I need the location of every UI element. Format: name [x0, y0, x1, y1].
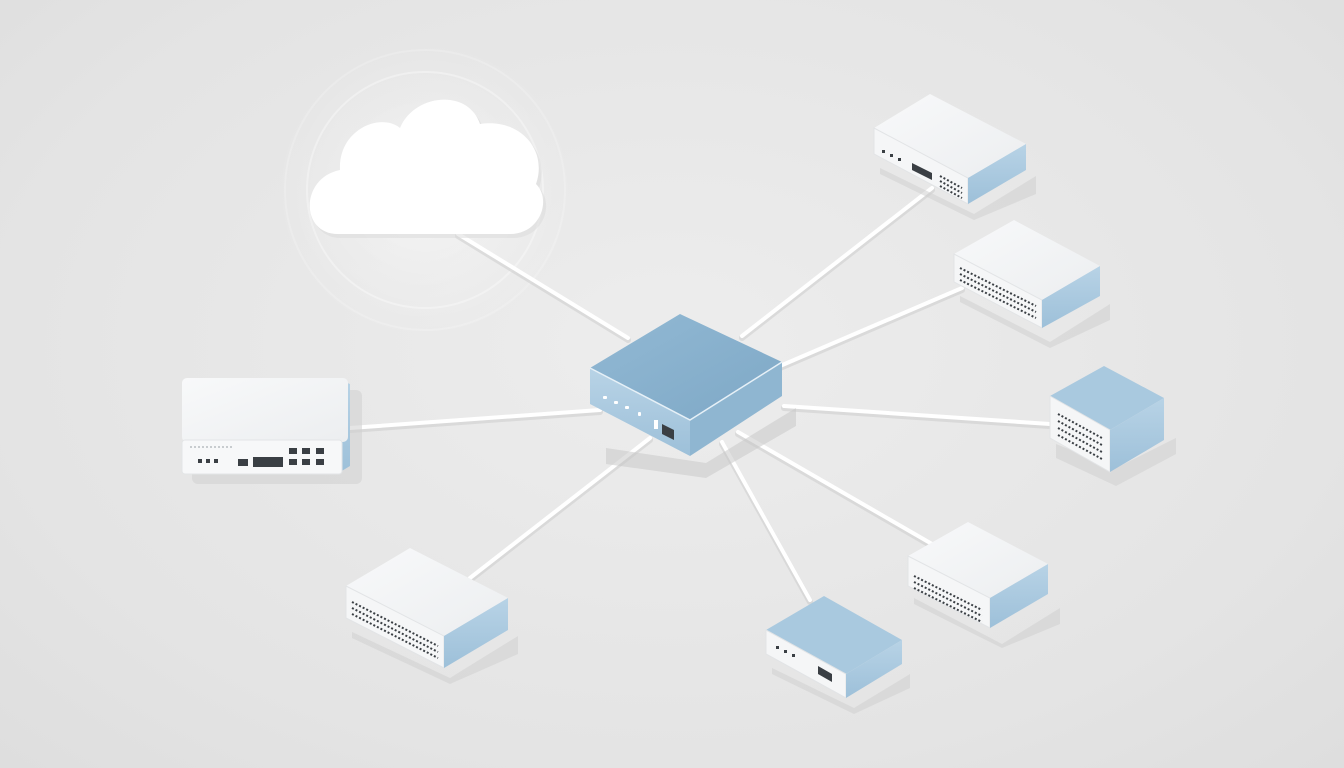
cable-hub-device-top-right [739, 186, 935, 341]
router-icon [181, 378, 362, 484]
server-ports [882, 150, 963, 199]
server-icon [1049, 366, 1176, 486]
cable-hub-device-right-middle [781, 404, 1053, 429]
cable-hub-device-right-lower [735, 430, 935, 549]
server-icon [345, 548, 518, 684]
hub-port [654, 420, 674, 440]
server-vent [913, 575, 983, 623]
modem-icon [765, 596, 910, 714]
modem-ports [776, 646, 832, 682]
cable-hub-device-right-upper [777, 286, 965, 371]
cable-hub-cloud [455, 232, 631, 343]
server-icon [907, 522, 1060, 648]
network-cables [347, 186, 1053, 605]
cable-hub-device-bottom-center [719, 440, 813, 605]
server-vent [1057, 413, 1103, 460]
server-icon [873, 94, 1036, 220]
router-ports [198, 448, 324, 467]
cable-hub-device-left [347, 408, 603, 433]
server-vent [351, 601, 439, 659]
server-icon [953, 220, 1110, 348]
network-switch-icon [589, 314, 796, 478]
hub-status-lights [603, 396, 641, 416]
cloud-icon [309, 99, 547, 238]
